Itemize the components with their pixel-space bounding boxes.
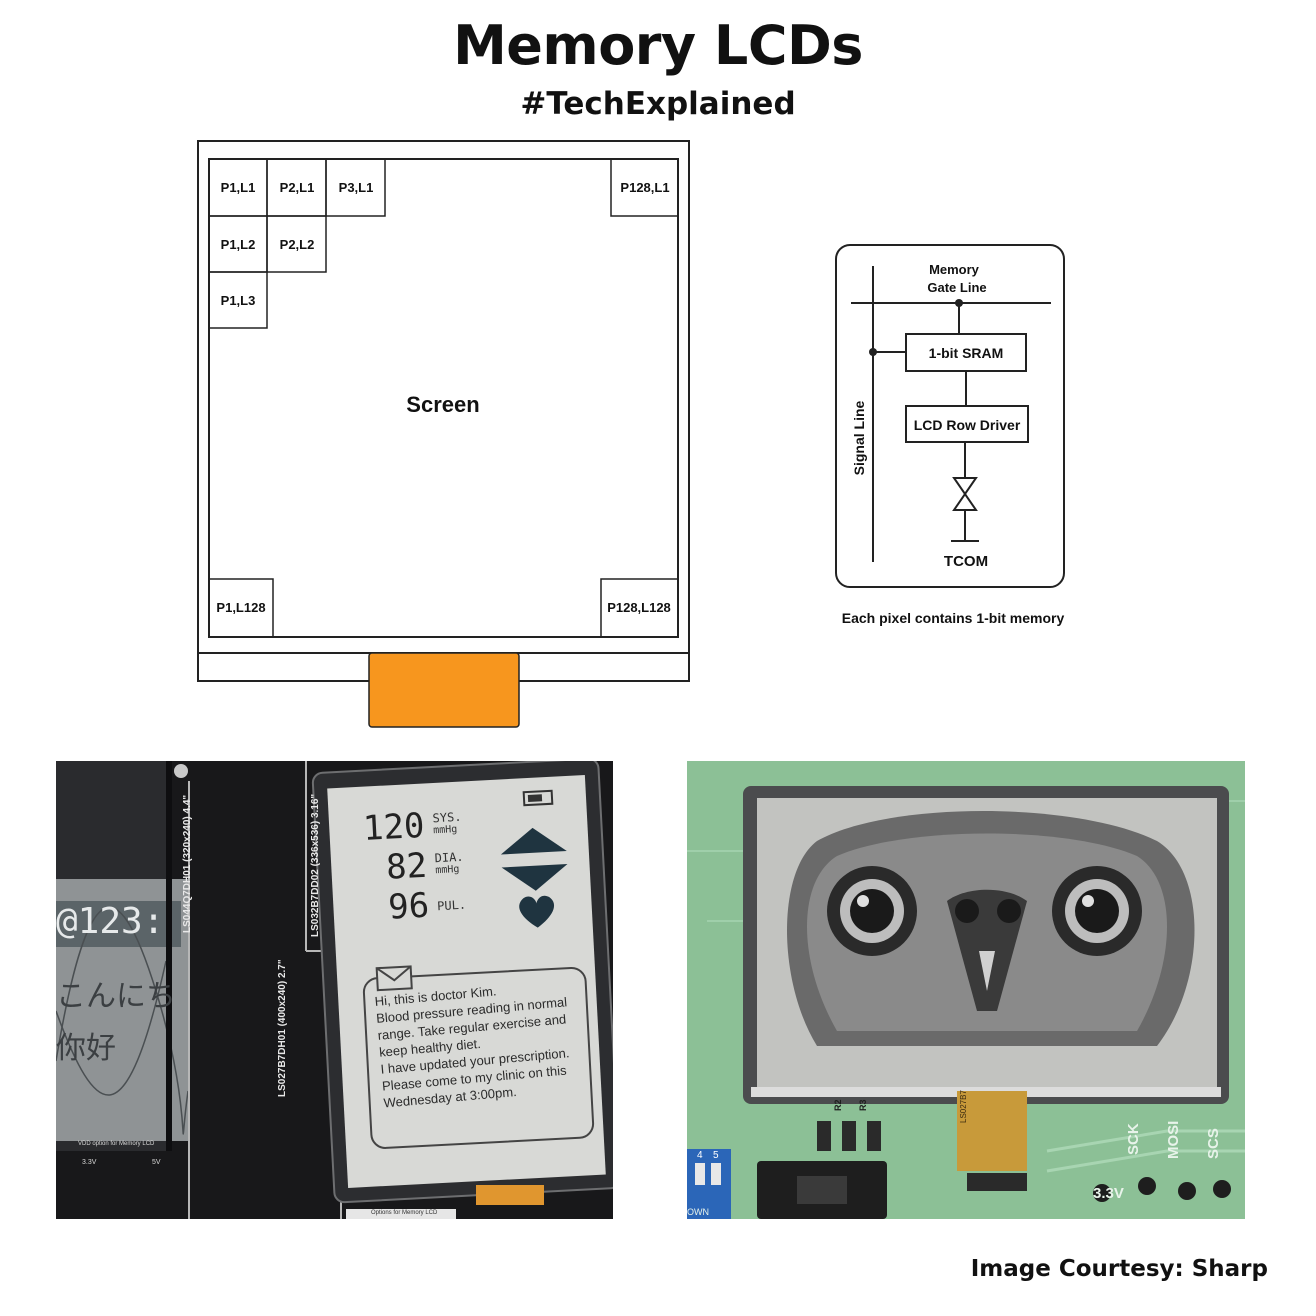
- reading-label: SYS.: [432, 809, 462, 826]
- pixel-label: P3,L1: [339, 180, 374, 195]
- reading-row: 96 PUL.: [366, 884, 467, 929]
- sram-label: 1-bit SRAM: [929, 345, 1004, 361]
- reading-label: PUL.: [436, 897, 467, 914]
- liquid-crystal-symbol: [952, 477, 978, 511]
- tcom-label: TCOM: [944, 553, 988, 570]
- memory-lcd-pcb-photo: SCK MOSI SCS 3.3V R2 R3 4 5 LS027B7 OWN: [687, 761, 1245, 1219]
- dip-switch: [687, 1149, 731, 1219]
- pixel-cell: [610, 158, 679, 217]
- board-silkscreen: 3.3V: [82, 1159, 97, 1166]
- edge-label: OWN: [687, 1207, 709, 1217]
- resistor-label: R2: [833, 1099, 843, 1111]
- pixel-cell: [266, 215, 327, 273]
- lcd-model-label: LS032B7DD02 (336x536) 3.16": [310, 793, 321, 937]
- pixel-label: P128,L1: [620, 180, 669, 195]
- board-silkscreen: VDD option for Memory LCD: [78, 1141, 155, 1147]
- image-courtesy: Image Courtesy: Sharp: [970, 1256, 1268, 1282]
- driver-label: LCD Row Driver: [914, 417, 1021, 433]
- pixel-label: P128,L128: [607, 600, 671, 615]
- pixel-label: P1,L1: [221, 180, 256, 195]
- circuit-caption: Each pixel contains 1-bit memory: [842, 610, 1065, 626]
- small-lcd-chinese: 你好: [56, 1032, 116, 1065]
- reading-label: DIA.: [434, 849, 464, 866]
- flex-label: LS027B7: [959, 1090, 968, 1123]
- small-lcd-japanese: こんにち: [56, 980, 176, 1013]
- board-silkscreen: 5V: [152, 1159, 161, 1166]
- connector-tab: [368, 652, 520, 728]
- pin-label-mosi: MOSI: [1165, 1120, 1182, 1159]
- lcd-model-label: LS027B7DH01 (400x240) 2.7": [277, 959, 288, 1097]
- reading-row: 82 DIA. mmHg: [364, 844, 465, 889]
- pixel-cell: [325, 158, 386, 217]
- pin-label-sck: SCK: [1125, 1123, 1142, 1155]
- screen-area: [208, 158, 679, 638]
- sram-box: [905, 333, 1027, 372]
- reading-value: 96: [387, 885, 431, 928]
- pixel-label: P1,L2: [221, 237, 256, 252]
- page-subtitle: #TechExplained: [520, 86, 796, 122]
- screen-pixel-diagram: P1,L1 P2,L1 P3,L1 P128,L1 P1,L2 P2,L2 P1…: [197, 140, 690, 728]
- signal-line-label: Signal Line: [851, 400, 867, 475]
- gate-line-label: Gate Line: [927, 280, 986, 295]
- owl-image: [787, 811, 1195, 1046]
- gate-line-label: Memory: [929, 262, 980, 277]
- flex-cable: [957, 1091, 1027, 1171]
- doctor-message: Hi, this is doctor Kim. Blood pressure r…: [374, 976, 575, 1111]
- small-lcd-clock: @123:: [56, 901, 165, 942]
- pixel-label: P1,L3: [221, 293, 256, 308]
- voltage-label: 3.3V: [1093, 1185, 1124, 1202]
- screen-label: Screen: [406, 392, 479, 417]
- pin-label-scs: SCS: [1205, 1128, 1222, 1159]
- pixel-cell: [208, 271, 268, 329]
- board-silkscreen: Options for Memory LCD: [371, 1210, 438, 1216]
- vitals-readings: 120 SYS. mmHg 82 DIA. mmHg 96 PUL.: [362, 804, 467, 929]
- pixel-memory-circuit: Memory Gate Line 1-bit SRAM LCD Row Driv…: [835, 244, 1065, 626]
- page-title: Memory LCDs: [453, 14, 863, 77]
- pixel-cell: [600, 578, 679, 638]
- reading-value: 120: [362, 805, 426, 849]
- reading-unit: mmHg: [435, 863, 460, 877]
- switch-label: 4: [697, 1150, 703, 1161]
- pixel-label: P2,L1: [280, 180, 315, 195]
- memory-lcd-dev-board-photo: LS044Q7DH01 (320x240) 4.4" LS027B7DH01 (…: [56, 761, 613, 1219]
- pixel-cell: [208, 578, 274, 638]
- reading-unit: mmHg: [432, 824, 458, 837]
- lcd-model-label: LS044Q7DH01 (320x240) 4.4": [182, 794, 193, 933]
- pcb-illustration: [687, 761, 1245, 1219]
- reading-row: 120 SYS. mmHg: [362, 804, 463, 849]
- switch-label: 5: [713, 1150, 719, 1161]
- pixel-label: P2,L2: [280, 237, 315, 252]
- reading-value: 82: [385, 845, 429, 888]
- resistor-label: R3: [858, 1099, 868, 1111]
- pixel-label: P1,L128: [216, 600, 265, 615]
- dev-board-illustration: [56, 761, 613, 1219]
- driver-box: [905, 405, 1029, 443]
